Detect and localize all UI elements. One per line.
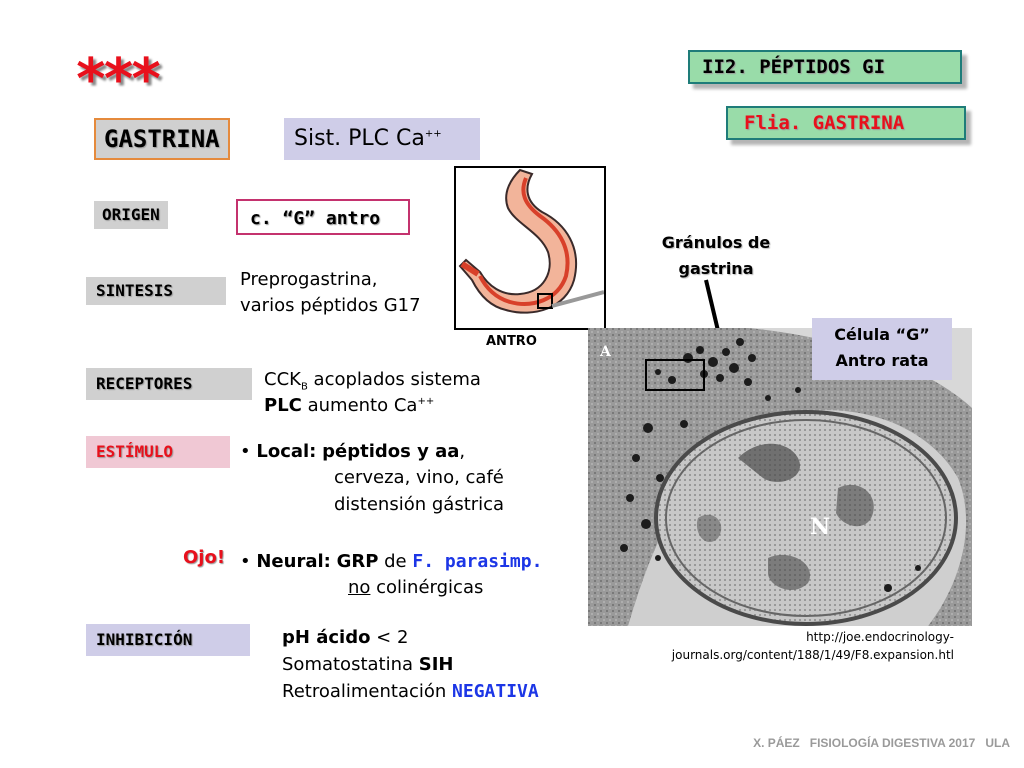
inhibicion-line2: Somatostatina SIH: [282, 653, 454, 677]
estimulo-neural-label: Neural:: [256, 551, 331, 572]
estimulo-neural-line2: no colinérgicas: [348, 576, 483, 600]
source-url-line2: journals.org/content/188/1/49/F8.expansi…: [671, 648, 954, 662]
receptores-plc: PLC: [264, 395, 302, 416]
family-title: Flia. GASTRINA: [726, 106, 966, 140]
receptores-line1-rest: acoplados sistema: [307, 369, 481, 390]
estimulo-neural-de: de: [378, 551, 413, 572]
origen-label: ORIGEN: [94, 201, 168, 229]
receptores-line2-sup: ++: [417, 396, 435, 407]
inhibicion-negativa: NEGATIVA: [452, 681, 539, 702]
receptores-line1: CCKB acoplados sistema: [264, 368, 481, 392]
granules-line2: gastrina: [678, 259, 754, 278]
source-url-line1: http://joe.endocrinology-: [806, 630, 954, 644]
inhibicion-label: INHIBICIÓN: [86, 624, 250, 656]
estimulo-local-line1: • Local: péptidos y aa,: [240, 440, 465, 464]
inhibicion-ph-value: < 2: [370, 627, 409, 648]
hormone-system: Sist. PLC Ca++: [284, 118, 480, 160]
estimulo-local-line2: cerveza, vino, café: [334, 467, 504, 488]
origen-value: c. “G” antro: [236, 199, 410, 235]
inhibicion-sih: SIH: [418, 654, 454, 675]
footer-credits: X. PÁEZ FISIOLOGÍA DIGESTIVA 2017 ULA: [753, 736, 1010, 750]
receptores-line2-rest: aumento Ca: [301, 395, 418, 416]
stars-decoration: ***: [74, 47, 163, 112]
estimulo-local-line3: distensión gástrica: [334, 494, 505, 515]
hormone-system-sup: ++: [424, 128, 442, 140]
estimulo-neural-parasimp: F. parasimp.: [412, 551, 543, 572]
stomach-caption: ANTRO: [486, 334, 537, 349]
inhibicion-retro: Retroalimentación: [282, 681, 453, 702]
inhibicion-somatostatina: Somatostatina: [282, 654, 419, 675]
inhibicion-line1: pH ácido < 2: [282, 626, 408, 650]
sintesis-line1: Preprogastrina,: [240, 269, 378, 290]
estimulo-neural-grp: GRP: [336, 551, 379, 572]
estimulo-neural-rest: colinérgicas: [370, 577, 484, 598]
micrograph-letter-a: A: [600, 344, 611, 360]
estimulo-neural-line1: • Neural: GRP de F. parasimp.: [240, 550, 542, 574]
hormone-system-text: Sist. PLC Ca: [294, 126, 425, 151]
cell-label: Célula “G” Antro rata: [812, 318, 952, 380]
cell-line1: Célula “G”: [834, 325, 930, 344]
estimulo-bullet-local: •: [240, 441, 251, 462]
granules-line1: Gránulos de: [661, 233, 771, 252]
receptores-cck-sub: B: [300, 381, 308, 393]
estimulo-local-comma: ,: [459, 441, 466, 462]
estimulo-neural-no: no: [348, 577, 371, 598]
estimulo-bullet-neural: •: [240, 551, 251, 572]
source-url[interactable]: http://joe.endocrinology- journals.org/c…: [600, 628, 954, 664]
stomach-figure: [454, 166, 606, 330]
granules-label: Gránulos de gastrina: [646, 230, 786, 282]
micrograph-letter-n: N: [810, 514, 831, 540]
receptores-cck: CCK: [264, 369, 301, 390]
receptores-label: RECEPTORES: [86, 368, 252, 400]
estimulo-label: ESTÍMULO: [86, 436, 230, 468]
stomach-illustration: [458, 168, 605, 314]
sintesis-label: SINTESIS: [86, 277, 226, 305]
estimulo-local-label: Local:: [256, 441, 317, 462]
inhibicion-line3: Retroalimentación NEGATIVA: [282, 680, 539, 704]
ojo-label: Ojo!: [183, 547, 226, 568]
hormone-name: GASTRINA: [94, 118, 230, 160]
receptores-line2: PLC aumento Ca++: [264, 394, 434, 418]
estimulo-local-a: péptidos y aa: [322, 441, 460, 462]
cell-line2: Antro rata: [835, 351, 929, 370]
inhibicion-ph: pH ácido: [282, 627, 371, 648]
sintesis-line2: varios péptidos G17: [240, 295, 421, 316]
section-title: II2. PÉPTIDOS GI: [688, 50, 962, 84]
